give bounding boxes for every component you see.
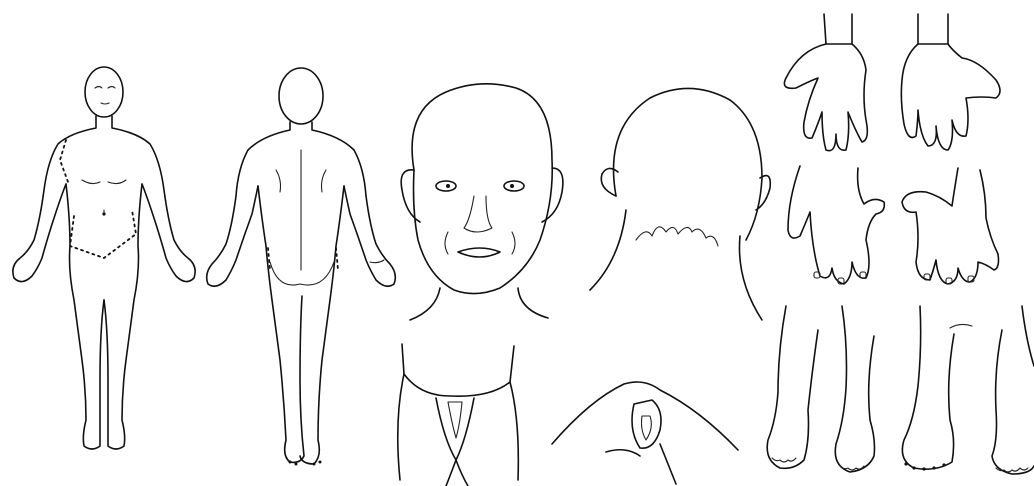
groin-front-inner-thigh [446,460,468,486]
toe [904,462,907,465]
foot-right-2 [992,330,1034,474]
head-front-outline [412,84,552,294]
feet-figure [767,306,1034,474]
body-front-navel [102,212,105,215]
fingernail [860,272,866,278]
hand-left-palm [784,44,867,151]
body-back-toe [319,461,322,464]
body-back-left-leg [258,186,304,462]
foot-right-1-knee-detail [950,324,972,328]
head-front-right-pupil [510,184,514,188]
groin-front-figure [398,344,519,486]
body-front-left-leg [66,184,104,449]
foot-left-1 [767,306,818,468]
toe [922,467,925,470]
body-front-marking-shoulder [60,140,68,182]
body-front-left-arm [13,116,96,282]
head-front-left-pupil [446,184,450,188]
body-back-toe [289,461,292,464]
body-front-face [95,87,115,105]
body-front-marking-abdomen [70,210,136,258]
head-back-hairline [636,227,718,246]
toe [912,466,915,469]
groin-back-anal-detail [642,416,652,440]
hand-left-wrist [824,14,852,44]
body-front-right-arm [112,116,195,282]
head-back-outline [614,88,762,240]
groin-front-waist [402,344,514,396]
hands-figure [784,14,1000,284]
body-back-right-arm [312,122,395,286]
foot-left-1-toes [772,458,796,462]
head-front-nose [464,196,492,232]
body-back-right-leg [300,186,344,464]
body-back-head [279,68,323,124]
hand-left-back [788,166,884,284]
body-back-buttocks [270,262,334,285]
groin-back-figure [552,382,738,484]
groin-back-anal-region [632,400,661,448]
body-front-right-leg [104,184,142,449]
body-back-left-arm [207,122,290,286]
body-front-head [85,67,123,117]
head-back-figure [590,88,770,320]
head-back-neck [590,210,762,320]
body-front-chest-detail [82,180,126,214]
groin-front-genital-detail [448,402,462,438]
body-back-figure [207,68,396,466]
foot-right-3 [1022,306,1034,366]
body-back-wrist-detail [370,260,384,263]
groin-back-legs [606,444,676,484]
hand-right-wrist [918,14,948,44]
head-front-mouth [458,248,500,257]
groin-front-genital-outline [436,398,474,460]
body-back-toe [313,463,316,466]
hand-right-back [902,168,999,284]
toe [942,463,945,466]
hand-right-palm [901,44,1000,150]
head-front-figure [401,84,563,320]
body-back-toe [295,463,298,466]
toe [932,466,935,469]
foot-left-2 [835,306,874,472]
head-front-left-ear [401,170,420,222]
head-front-cheek-lines [445,232,515,254]
body-front-figure [13,67,195,449]
foot-right-1 [902,306,954,469]
